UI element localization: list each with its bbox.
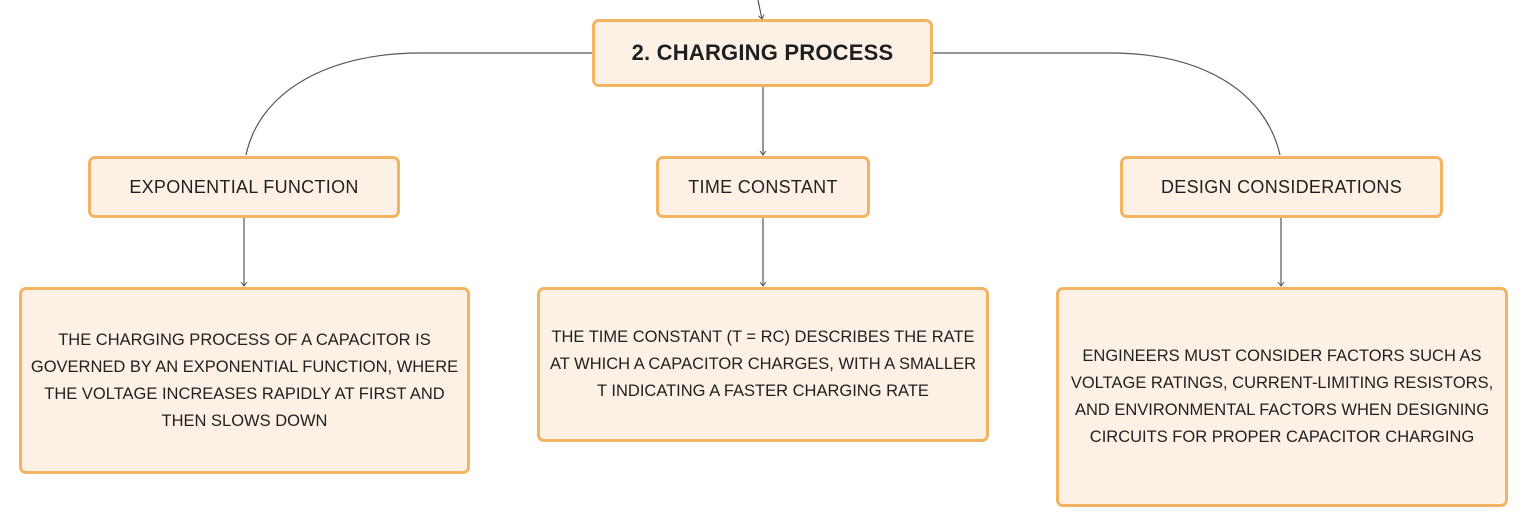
topic-node-time-constant[interactable]: TIME CONSTANT [656, 156, 870, 218]
detail-node-time-constant[interactable]: THE TIME CONSTANT (Τ = RC) DESCRIBES THE… [537, 287, 989, 442]
connector-root-to-design-considerations [933, 52, 1281, 156]
parent-connector [757, 0, 762, 19]
topic-node-label: EXPONENTIAL FUNCTION [129, 176, 359, 197]
topic-node-exponential-function[interactable]: EXPONENTIAL FUNCTION [88, 156, 400, 218]
detail-node-text: THE TIME CONSTANT (Τ = RC) DESCRIBES THE… [549, 328, 977, 400]
detail-node-text: ENGINEERS MUST CONSIDER FACTORS SUCH AS … [1070, 347, 1494, 446]
topic-node-label: DESIGN CONSIDERATIONS [1161, 176, 1402, 197]
connector-root-to-exponential-function [245, 52, 592, 156]
detail-node-text: THE CHARGING PROCESS OF A CAPACITOR IS G… [30, 330, 459, 430]
detail-node-exponential-function[interactable]: THE CHARGING PROCESS OF A CAPACITOR IS G… [19, 287, 470, 474]
topic-node-label: TIME CONSTANT [688, 176, 838, 197]
root-node-charging-process[interactable]: 2. CHARGING PROCESS [592, 19, 933, 87]
root-node-label: 2. CHARGING PROCESS [631, 40, 894, 65]
topic-node-design-considerations[interactable]: DESIGN CONSIDERATIONS [1120, 156, 1443, 218]
detail-node-design-considerations[interactable]: ENGINEERS MUST CONSIDER FACTORS SUCH AS … [1056, 287, 1508, 507]
